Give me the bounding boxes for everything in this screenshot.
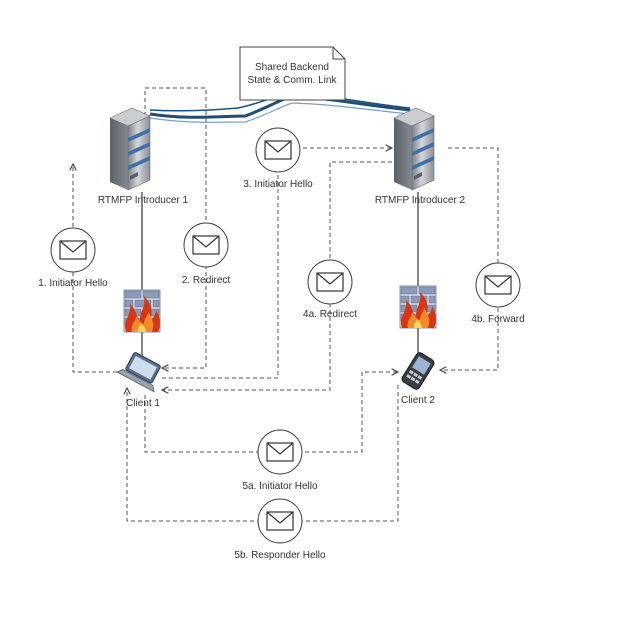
link-initiator-hello-5a: [144, 372, 398, 453]
introducer1-label: RTMFP Introducer 1: [98, 195, 189, 206]
msg-initiator-hello-1-label: 1. Initiator Hello: [38, 278, 108, 289]
msg-initiator-hello-3-label: 3. Initiator Hello: [243, 179, 313, 190]
client1-label: Client 1: [126, 398, 160, 409]
msg-redirect-2-label: 2. Redirect: [182, 275, 231, 286]
msg-initiator-hello-5a-label: 5a. Initiator Hello: [242, 481, 317, 492]
client2-firewall-icon: [399, 285, 437, 329]
msg-initiator-hello-1-envelope-icon: [50, 227, 96, 273]
msg-redirect-4a-envelope-icon: [307, 259, 353, 305]
client2-label: Client 2: [401, 395, 435, 406]
msg-forward-4b-label: 4b. Forward: [471, 314, 524, 325]
msg-responder-hello-5b-label: 5b. Responder Hello: [234, 550, 326, 561]
msg-initiator-hello-5a-envelope-icon: [257, 429, 303, 475]
msg-responder-hello-5b-envelope-icon: [257, 498, 303, 544]
shared-backend-note: Shared Backend State & Comm. Link: [239, 46, 346, 101]
msg-redirect-2-envelope-icon: [183, 222, 229, 268]
introducer2-label: RTMFP Introducer 2: [375, 195, 466, 206]
note-line-2: State & Comm. Link: [248, 75, 338, 86]
msg-forward-4b-envelope-icon: [475, 262, 521, 308]
msg-redirect-4a-label: 4a. Redirect: [303, 309, 357, 320]
note-line-1: Shared Backend: [255, 62, 329, 73]
msg-initiator-hello-3-envelope-icon: [255, 127, 301, 173]
introducer2-server-icon: [393, 107, 435, 191]
link-forward-4b: [440, 147, 499, 370]
client1-laptop-icon: [116, 352, 161, 393]
link-initiator-hello-3: [162, 148, 392, 379]
client1-firewall-icon: [123, 289, 161, 333]
introducer1-server-icon: [109, 107, 151, 191]
client2-phone-icon: [401, 352, 435, 390]
